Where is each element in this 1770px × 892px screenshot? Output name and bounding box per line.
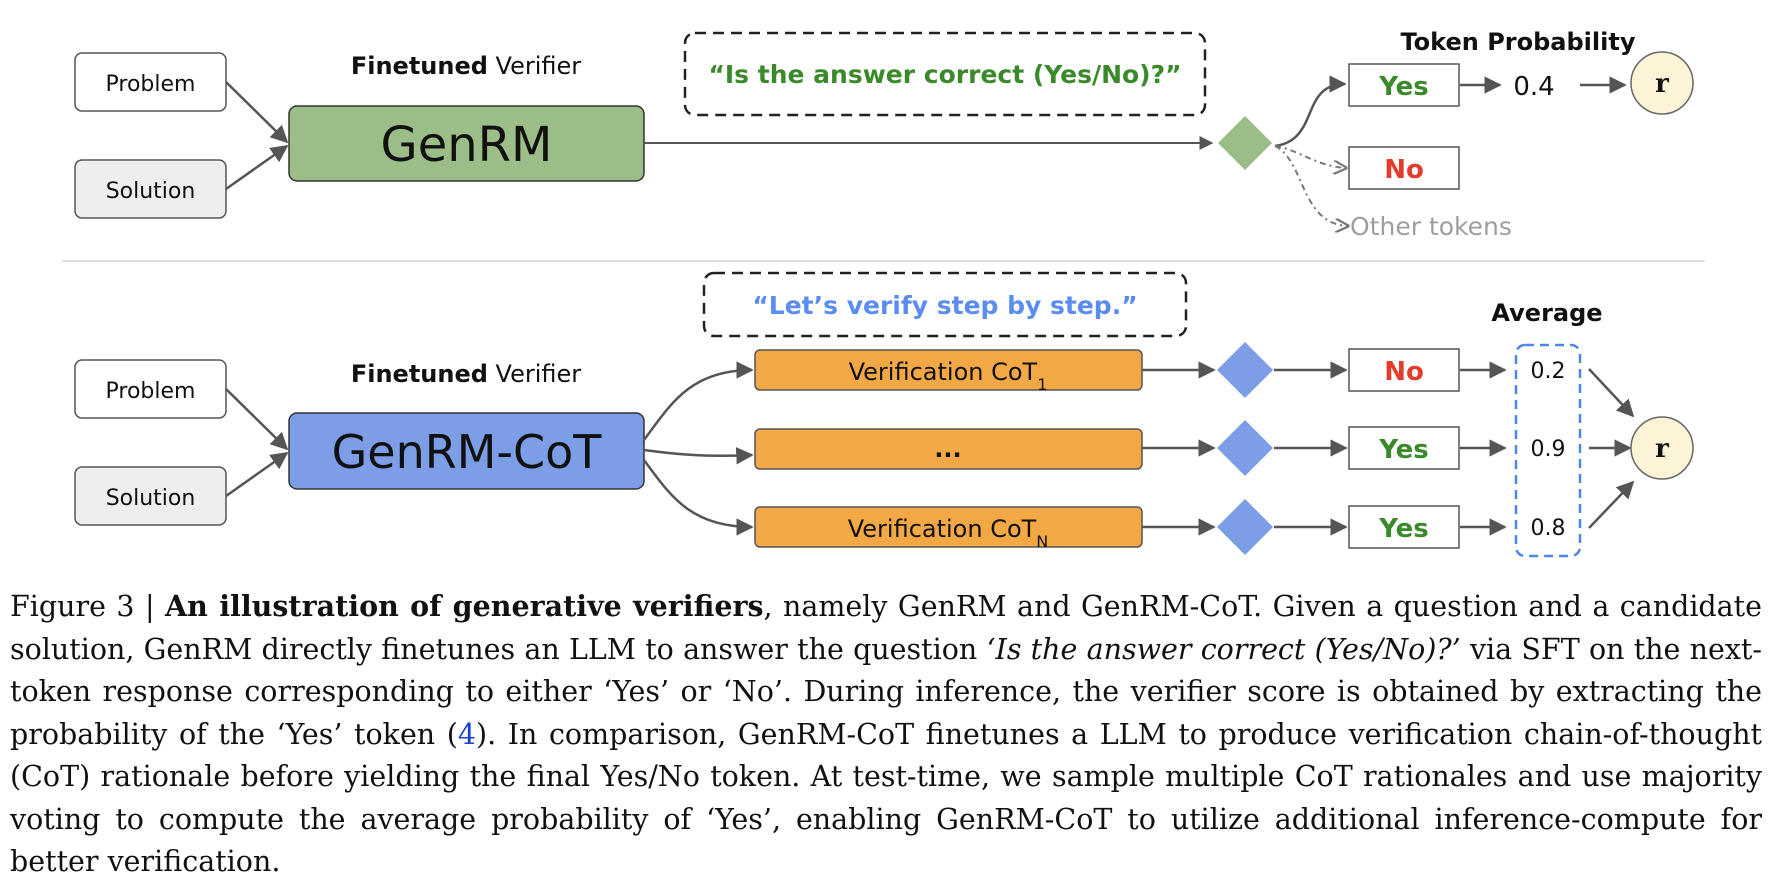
cot-yes-prob: 0.2 [1531, 359, 1566, 384]
genrm-label: GenRM [381, 117, 553, 173]
top-verifier-title: Finetuned Verifier [351, 52, 581, 80]
average-header: Average [1491, 299, 1602, 327]
top-reward-label: r [1655, 69, 1669, 99]
top-prompt-box [683, 31, 1207, 117]
top-panel: Problem Solution Finetuned Verifier GenR… [74, 28, 1694, 241]
top-problem-arrow [225, 81, 289, 144]
top-yes-arrow [1274, 75, 1347, 148]
cot-yes-prob: 0.8 [1531, 516, 1566, 541]
cot-answer-label: No [1384, 357, 1424, 387]
top-problem-label: Problem [106, 72, 196, 97]
bottom-prompt-box [702, 271, 1188, 338]
top-prompt-text: “Is the answer correct (Yes/No)?” [708, 60, 1181, 89]
bottom-reward-label: r [1655, 434, 1669, 464]
caption-text-1: , namely GenRM and GenRM-CoT. Given a qu… [10, 590, 1762, 666]
caption-title: An illustration of generative verifiers [165, 589, 764, 623]
avg-to-reward-arrow-3 [1588, 480, 1635, 529]
top-other-arrow [1274, 145, 1348, 226]
cot-decision-diamond [1217, 499, 1273, 555]
caption-quote: ‘Is the answer correct (Yes/No)?’ [986, 632, 1461, 666]
top-yes-box [1348, 63, 1460, 107]
cot-decision-diamond [1217, 342, 1273, 398]
bottom-prompt-text: “Let’s verify step by step.” [752, 291, 1137, 320]
average-box [1514, 343, 1582, 558]
figure-caption: Figure 3 | An illustration of generative… [10, 585, 1762, 884]
bottom-reward-node [1630, 416, 1694, 480]
token-probability-header: Token Probability [1401, 28, 1636, 56]
cot-label-n: Verification CoTN [848, 515, 1049, 551]
top-solution-label: Solution [106, 179, 196, 204]
genrm-diagram: Problem Solution Finetuned Verifier GenR… [62, 28, 1705, 558]
caption-equation-ref[interactable]: 4 [457, 717, 477, 751]
top-reward-node [1630, 51, 1694, 115]
cot-label-1: Verification CoT1 [849, 358, 1048, 394]
cot-answer-box [1348, 505, 1460, 549]
bottom-problem-label: Problem [106, 379, 196, 404]
cot-answer-box [1348, 426, 1460, 470]
bottom-solution-arrow [225, 451, 289, 498]
cot-answer-box [1348, 348, 1460, 392]
genrm-cot-to-cot-middle-arrow [643, 447, 754, 465]
caption-text-3: ). In comparison, GenRM-CoT finetunes a … [10, 717, 1762, 879]
bottom-verifier-title: Finetuned Verifier [351, 360, 581, 388]
top-other-tokens: Other tokens [1350, 212, 1512, 241]
caption-text-2: via SFT on the next-token response corre… [10, 632, 1762, 751]
bottom-problem-arrow [225, 388, 289, 451]
bottom-solution-label: Solution [106, 486, 196, 511]
genrm-cot-to-cot1-arrow [642, 361, 754, 441]
top-no-arrow [1274, 145, 1346, 168]
cot-answer-label: Yes [1378, 435, 1429, 465]
bottom-panel: Problem Solution Finetuned Verifier GenR… [74, 271, 1694, 558]
avg-to-reward-arrow-1 [1588, 368, 1635, 418]
top-yes-prob: 0.4 [1513, 72, 1554, 102]
cot-answer-label: Yes [1378, 514, 1429, 544]
top-decision-diamond [1218, 116, 1272, 170]
cot-decision-diamond [1217, 420, 1273, 476]
genrm-cot-label: GenRM-CoT [332, 425, 603, 479]
top-yes-label: Yes [1378, 72, 1429, 102]
cot-yes-prob: 0.9 [1531, 437, 1566, 462]
cot-label-middle: ... [934, 435, 961, 463]
caption-label: Figure 3 | [10, 590, 166, 623]
top-no-box [1348, 146, 1460, 190]
genrm-cot-to-cotn-arrow [642, 459, 754, 536]
top-solution-arrow [225, 144, 289, 191]
top-no-label: No [1384, 155, 1424, 185]
